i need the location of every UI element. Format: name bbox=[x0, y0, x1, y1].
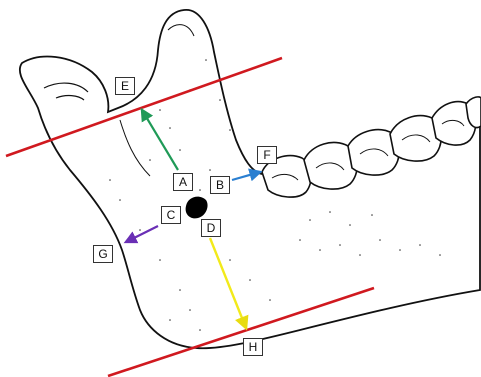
label-b: B bbox=[210, 176, 230, 194]
mandible-outline bbox=[20, 10, 480, 348]
label-c: C bbox=[161, 206, 181, 224]
label-f: F bbox=[257, 146, 277, 164]
label-d: D bbox=[201, 219, 221, 237]
label-a: A bbox=[173, 173, 193, 191]
label-h: H bbox=[243, 338, 263, 356]
label-g: G bbox=[93, 245, 113, 263]
label-e: E bbox=[115, 77, 135, 95]
